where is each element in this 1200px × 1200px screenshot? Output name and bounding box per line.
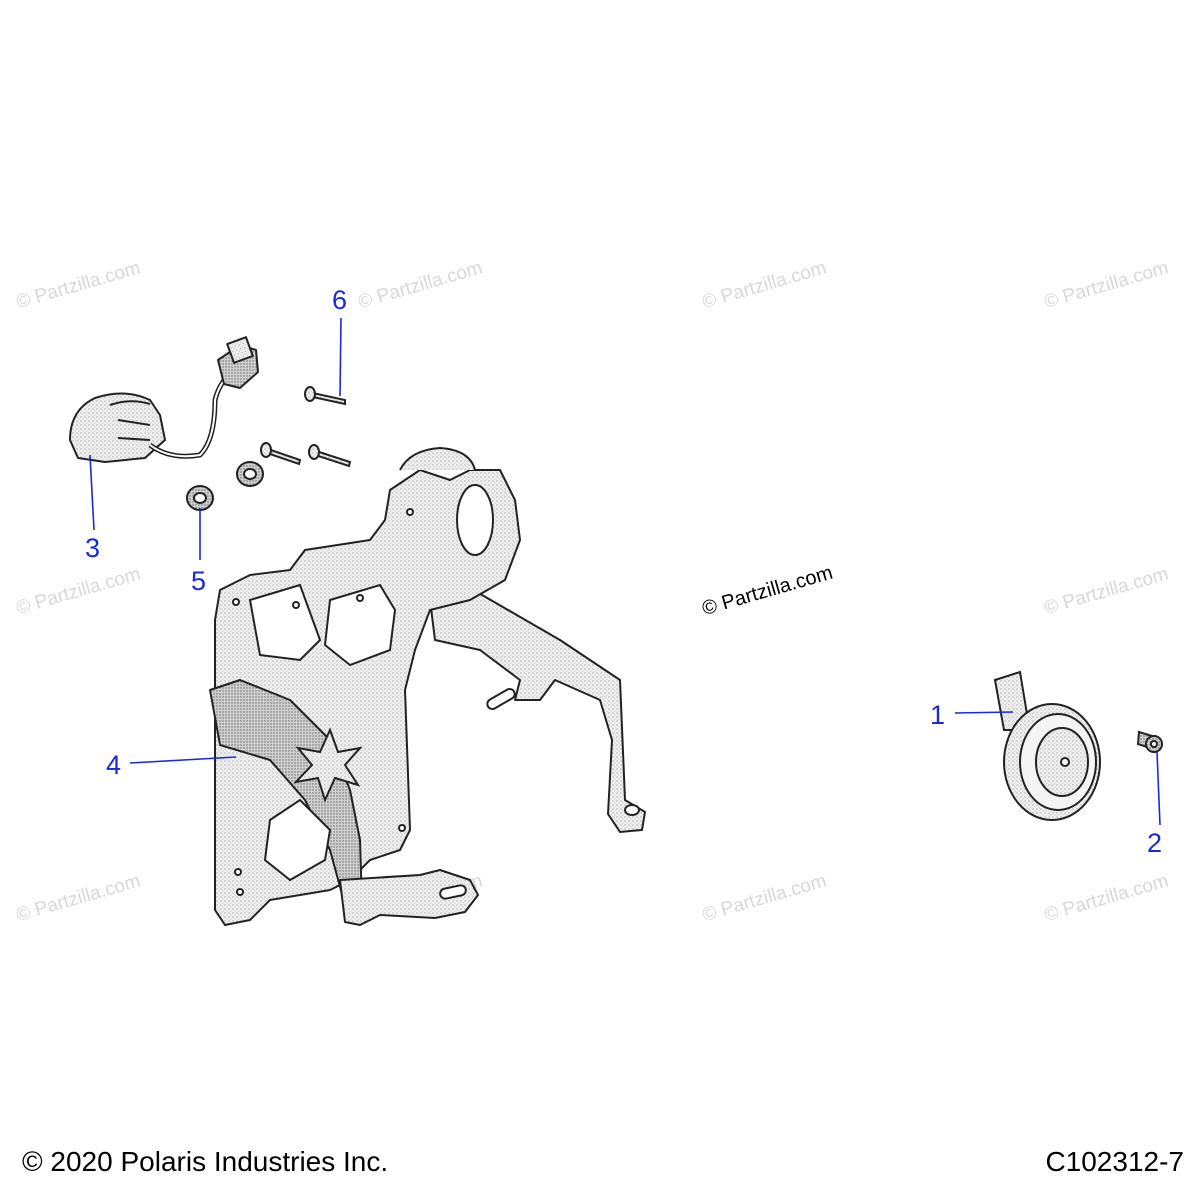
callout-1: 1 (930, 700, 946, 730)
screw-part (1136, 730, 1163, 753)
leader-lines (89, 317, 1161, 826)
logo-star (293, 727, 363, 803)
light-part (69, 336, 259, 463)
callout-4: 4 (106, 750, 122, 780)
bolt-part (260, 386, 352, 468)
callout-2: 2 (1147, 828, 1163, 858)
callout-6: 6 (332, 285, 348, 315)
callout-3: 3 (85, 533, 101, 563)
bushing-part (186, 461, 264, 511)
horn-part (993, 670, 1101, 821)
copyright-text: © 2020 Polaris Industries Inc. (22, 1146, 389, 1177)
diagram-code: C102312-7 (1045, 1146, 1184, 1177)
callout-5: 5 (191, 566, 207, 596)
